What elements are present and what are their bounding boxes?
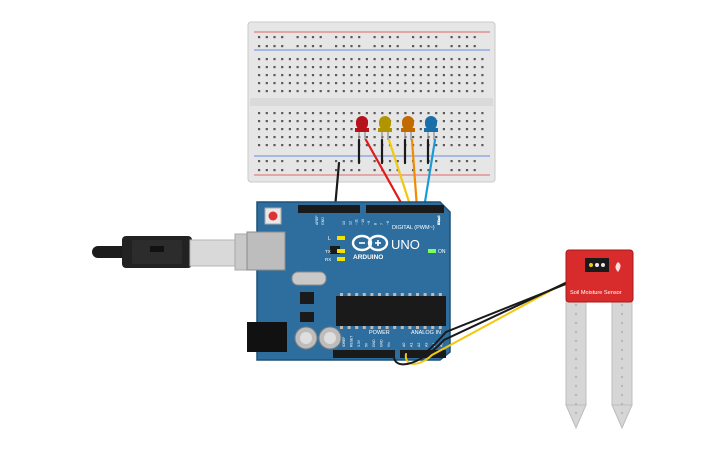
led-blue <box>424 116 438 140</box>
digital-pin-label: 2 <box>437 223 441 225</box>
brand-label: ARDUINO <box>353 254 383 261</box>
arduino-logo <box>351 234 389 252</box>
digital-pin-label: 13 <box>342 221 346 225</box>
power-pin-label: GND <box>380 339 384 347</box>
on-label: ON <box>438 249 446 255</box>
analog-pin-label: A5 <box>440 343 444 347</box>
power-label: POWER <box>369 330 390 336</box>
wire-black-gnd <box>333 161 341 210</box>
led-orange <box>401 116 415 140</box>
analog-pin-label: A0 <box>402 343 406 347</box>
digital-pin-label: 4 <box>437 223 441 225</box>
analog-pin-label: A3 <box>425 343 429 347</box>
tx-label: TX <box>325 249 331 254</box>
breadboard <box>247 21 496 183</box>
analog-label: ANALOG IN <box>411 330 441 336</box>
gnd-label: GND <box>321 217 325 225</box>
wire-red <box>364 138 406 210</box>
digital-pin-label: 12 <box>348 221 352 225</box>
led-yellow-1 <box>378 116 392 140</box>
led-group <box>355 116 438 140</box>
digital-pin-label: ~10 <box>361 219 365 225</box>
wire-yellow <box>387 138 413 210</box>
power-pin-label: 5V <box>365 342 369 347</box>
digital-pin-label: ~6 <box>386 221 390 225</box>
sensor-label: Soil Moisture Sensor <box>570 290 622 296</box>
arduino-board: ARDUINO UNO DIGITAL (PWM~) ON L TX RX PO… <box>246 201 451 361</box>
power-pin-label: IOREF <box>342 337 346 347</box>
led-red <box>355 116 369 140</box>
rx-label: RX <box>325 257 331 262</box>
digital-pin-label: ~11 <box>355 219 359 225</box>
breadboard-holes <box>258 36 484 172</box>
model-label: UNO <box>391 237 420 252</box>
power-pin-label: Vin <box>387 342 391 347</box>
digital-pin-label: 7 <box>380 223 384 225</box>
wire-sensor-black-1 <box>392 270 592 366</box>
digital-pin-label: ~5 <box>437 221 441 225</box>
analog-pin-label: A2 <box>417 343 421 347</box>
wire-sensor-yellow <box>404 265 597 365</box>
analog-pin-label: A1 <box>410 343 414 347</box>
wires <box>333 138 437 210</box>
sensor-wires <box>392 265 597 366</box>
digital-pin-label: TX▶1 <box>437 216 441 225</box>
l-label: L <box>328 236 331 242</box>
soil-moisture-sensor: Soil Moisture Sensor <box>565 249 634 430</box>
power-pin-label: 3.3V <box>357 339 361 347</box>
digital-pin-label: ~9 <box>367 221 371 225</box>
digital-label: DIGITAL (PWM~) <box>392 225 435 231</box>
wire-blue <box>422 138 437 210</box>
wire-orange <box>410 138 419 210</box>
digital-pin-label: 8 <box>374 223 378 225</box>
wire-sensor-black-2 <box>411 275 587 357</box>
power-pin-label: RESET <box>350 336 354 347</box>
digital-pin-label: RX◀0 <box>437 215 441 225</box>
power-pin-label: GND <box>372 339 376 347</box>
reset-button <box>268 211 278 221</box>
aref-label: AREF <box>315 215 319 225</box>
digital-pin-label: ~3 <box>437 221 441 225</box>
usb-cable <box>92 233 262 271</box>
